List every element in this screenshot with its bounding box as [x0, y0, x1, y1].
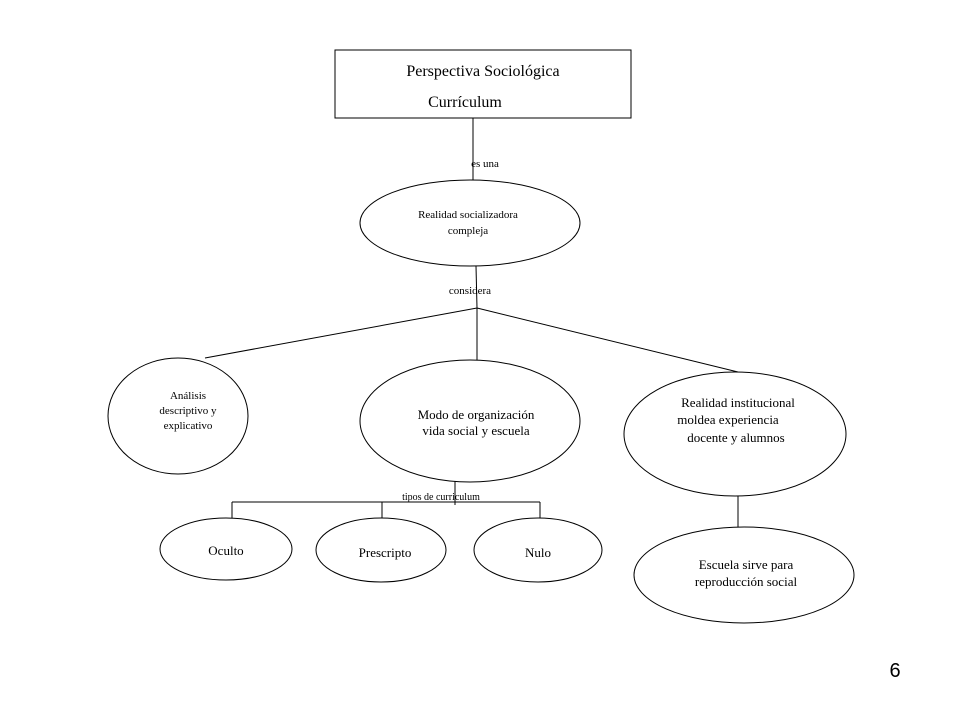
- page-number: 6: [889, 660, 901, 682]
- node-oculto: [159, 517, 293, 581]
- connector-hub-to-analisis: [204, 307, 478, 359]
- node-modo-organizacion-line-2: vida social y escuela: [422, 423, 529, 438]
- node-analisis: [107, 357, 249, 475]
- node-realidad-institucional: [623, 371, 847, 497]
- connectors: [204, 118, 739, 528]
- node-analisis-line-1: Análisis: [170, 390, 206, 402]
- connector-realidad-to-hub: [475, 265, 478, 309]
- node-oculto-label: Oculto: [208, 543, 243, 558]
- edge-label-tipos: tipos de curriculum: [402, 492, 480, 503]
- node-modo-organizacion: [359, 359, 581, 483]
- node-realidad-institucional-line-1: Realidad institucional: [681, 395, 795, 410]
- node-escuela-line-2: reproducción social: [695, 574, 798, 589]
- node-realidad-institucional-line-3: docente y alumnos: [687, 430, 784, 445]
- edge-label-considera: considera: [449, 285, 491, 297]
- node-realidad-socializadora-line-1: Realidad socializadora: [418, 209, 518, 221]
- edge-label-es-una: es una: [471, 158, 499, 170]
- node-nulo: [473, 517, 603, 583]
- connector-hub-to-institucional: [476, 307, 739, 373]
- node-analisis-line-3: explicativo: [164, 420, 213, 432]
- node-prescripto: [315, 517, 447, 583]
- node-realidad-socializadora-line-2: compleja: [448, 225, 488, 237]
- node-analisis-line-2: descriptivo y: [159, 405, 217, 417]
- node-modo-organizacion-line-1: Modo de organización: [418, 407, 535, 422]
- node-prescripto-label: Prescripto: [359, 545, 412, 560]
- node-realidad-institucional-line-2: moldea experiencia: [677, 412, 779, 427]
- node-realidad-socializadora: [359, 179, 581, 267]
- node-nulo-label: Nulo: [525, 545, 551, 560]
- node-escuela-line-1: Escuela sirve para: [699, 557, 794, 572]
- title-line-1: Perspectiva Sociológica: [406, 63, 559, 80]
- node-escuela: [633, 526, 855, 624]
- title-line-2: Currículum: [428, 94, 502, 111]
- title-box: [334, 49, 632, 119]
